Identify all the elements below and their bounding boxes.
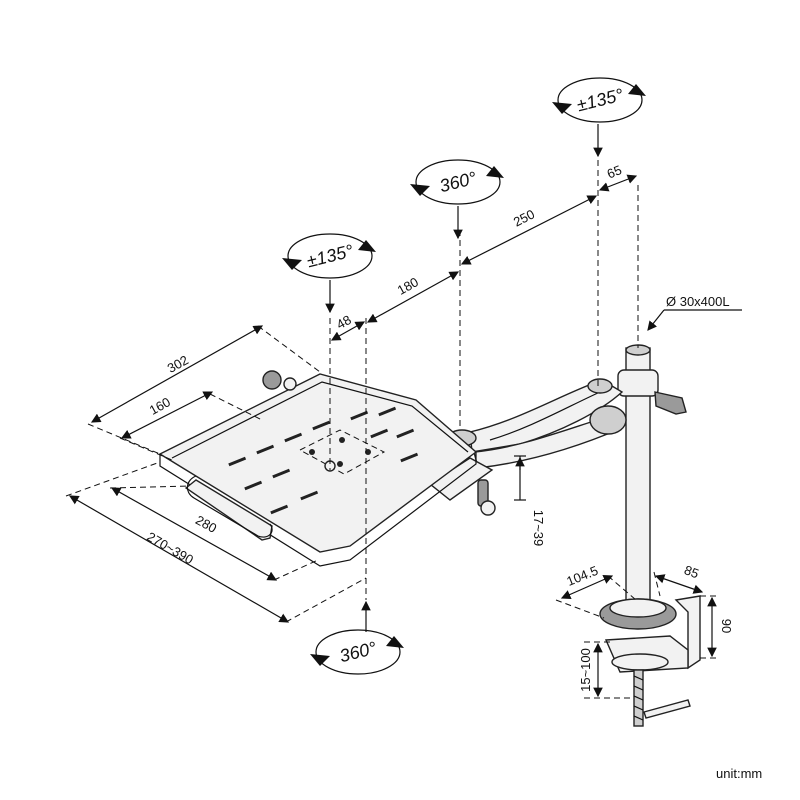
rotation-label-tray-joint: ±135° (305, 241, 356, 272)
rotation-mid-joint (410, 159, 504, 240)
rotation-tray-joint (282, 233, 376, 314)
vesa-plate (298, 429, 386, 475)
dim-label-48: 48 (334, 312, 354, 332)
rotation-top-pole (552, 77, 646, 158)
clamp-c-frame (674, 595, 701, 670)
dim-label-17-39: 17~39 (531, 510, 546, 547)
dim-label-65: 65 (605, 162, 624, 181)
dim-label-104-5: 104.5 (564, 563, 600, 589)
rotation-label-top-pole: ±135° (575, 85, 626, 116)
rotation-tray-bottom (310, 600, 404, 675)
pole-joint-top (587, 378, 613, 394)
dim-label-280: 280 (193, 512, 219, 536)
clamp-handle (643, 699, 691, 719)
pole-collar (617, 369, 659, 397)
dimension-lines (65, 130, 742, 699)
tilt-knob-cap (480, 500, 496, 516)
clamp-pad (611, 653, 669, 671)
tray-vent-slots (228, 406, 419, 515)
clamp-base-top (609, 598, 667, 618)
collar-lever (654, 391, 687, 415)
dim-label-pole: Ø 30x400L (666, 294, 730, 309)
unit-label: unit:mm (716, 766, 762, 781)
dim-label-15-100: 15~100 (578, 648, 593, 692)
pole-assembly (617, 344, 687, 617)
side-clamp-knob (262, 370, 282, 390)
dim-label-90: 90 (719, 619, 734, 633)
desk-clamp (599, 595, 701, 727)
rotation-label-tray-bottom: 360° (338, 638, 379, 666)
laptop-tray (158, 370, 478, 567)
dim-label-250: 250 (511, 206, 537, 229)
rotation-label-mid-joint: 360° (438, 168, 479, 196)
dim-label-302: 302 (165, 352, 191, 376)
dim-label-85: 85 (682, 562, 701, 581)
arm-pivot-housing (589, 405, 627, 435)
dim-label-270-390: 270~390 (144, 529, 196, 567)
